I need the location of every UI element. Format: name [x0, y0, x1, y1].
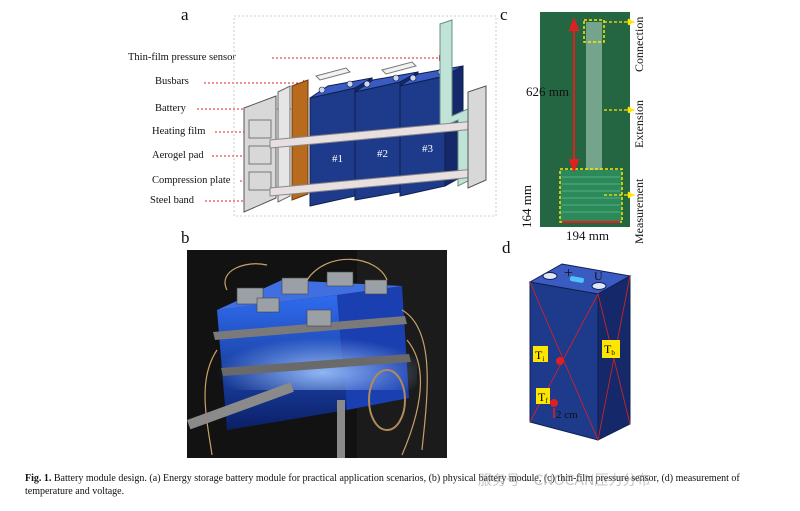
callout-busbars: Busbars: [155, 76, 189, 87]
plus-terminal-sign: +: [564, 265, 573, 282]
panel-b-letter: b: [181, 228, 190, 247]
label-tf: Tf: [538, 390, 548, 405]
busbar-1: [315, 67, 351, 81]
caption-text: Battery module design. (a) Energy storag…: [25, 473, 740, 497]
distance-2cm: 2 cm: [556, 409, 578, 421]
cell-label-2: #2: [377, 148, 388, 160]
callout-steel-band: Steel band: [150, 195, 195, 206]
compression-plate-left: [243, 95, 277, 213]
panel-d-letter: d: [502, 238, 511, 257]
figure-caption: Fig. 1. Battery module design. (a) Energ…: [25, 472, 785, 498]
point-tf: [550, 399, 558, 407]
callout-pressure-sensor: Thin-film pressure sensor: [128, 52, 236, 63]
compression-plate-right: [467, 85, 487, 189]
region-measurement: Measurement: [632, 178, 646, 244]
battery-module-exploded-diagram: #1 #2 #3: [197, 15, 497, 217]
length-626mm: 626 mm: [526, 84, 569, 99]
callout-aerogel-pad: Aerogel pad: [152, 150, 204, 161]
region-connection: Connection: [632, 16, 646, 72]
panel-a-letter: a: [181, 5, 189, 24]
watermark-text: 服务号 · CNOCAN压力分布: [478, 473, 651, 489]
panel-c-letter: c: [500, 5, 508, 24]
panel-c-pointers: [604, 18, 636, 199]
thin-film-sensor-photo: [540, 12, 630, 227]
sensor-strip: [586, 22, 602, 172]
cell-label-3: #3: [422, 143, 434, 155]
voltage-label: U: [594, 269, 603, 283]
height-164mm: 164 mm: [519, 185, 534, 228]
width-194mm: 194 mm: [566, 228, 609, 243]
point-ti: [556, 357, 564, 365]
label-ti: Ti: [535, 348, 544, 363]
callout-battery: Battery: [155, 103, 186, 114]
temperature-voltage-diagram: Ti Tb Tf 2 cm + U: [528, 263, 632, 441]
caption-label: Fig. 1.: [25, 473, 52, 484]
label-tb: Tb: [604, 342, 615, 357]
cell-label-1: #1: [332, 153, 343, 165]
callout-heating-film: Heating film: [152, 126, 206, 137]
busbar-2: [381, 61, 417, 75]
callout-compression-plate: Compression plate: [152, 175, 231, 186]
sensor-measurement-area: [560, 170, 622, 222]
physical-battery-module-photo: [187, 250, 447, 458]
region-extension: Extension: [632, 100, 646, 148]
panel-a-frame: [233, 15, 497, 217]
